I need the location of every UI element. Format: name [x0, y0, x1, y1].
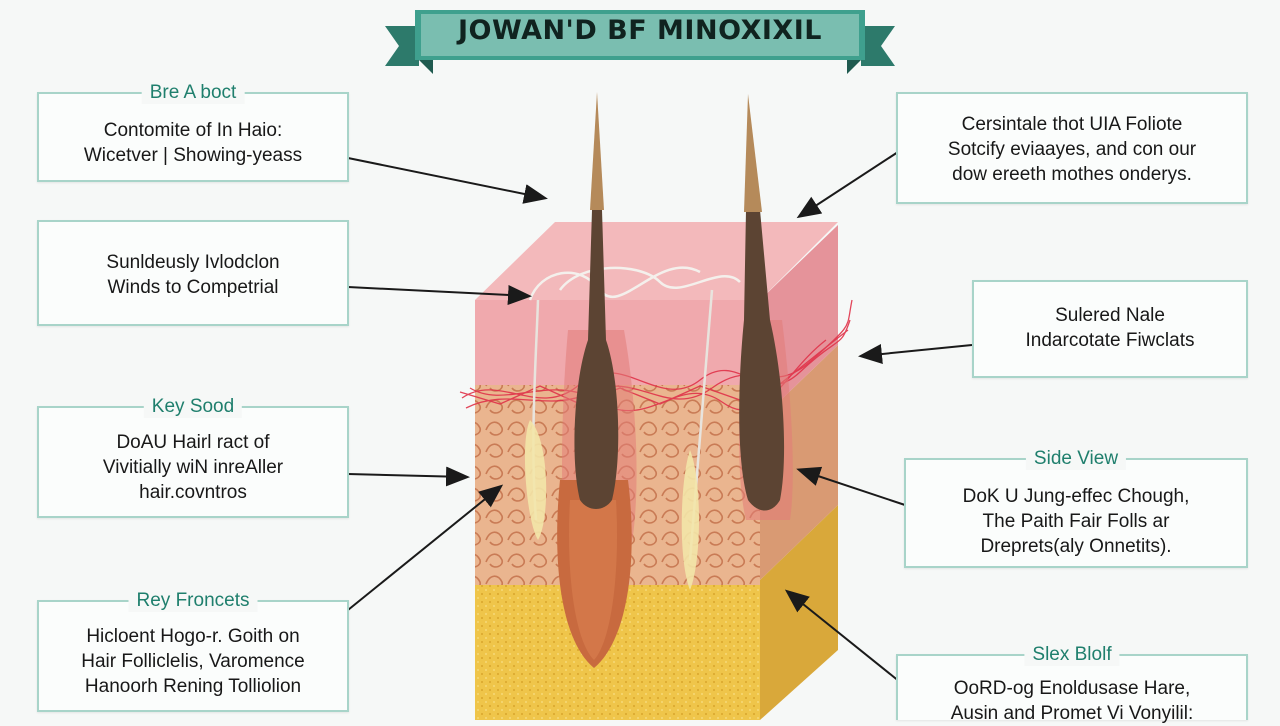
- callout-text-line: Sunldeusly Ivlodclon: [106, 252, 280, 273]
- callout-text-line: Indarcotate Fiwclats: [1025, 330, 1195, 351]
- callout-label: Bre A boct: [141, 82, 245, 104]
- callout-left-1: Bre A boct Contomite of In Haio: Wicetve…: [37, 82, 349, 182]
- callout-label: Key Sood: [143, 396, 243, 418]
- callout-text-line: Dreprets(aly Onnetits).: [980, 536, 1172, 557]
- callout-text-line: The Paith Fair Folls ar: [982, 511, 1170, 532]
- callout-text-line: Sulered Nale: [1055, 305, 1165, 326]
- callout-text-line: hair.covntros: [139, 482, 247, 503]
- arrow-icon: [347, 285, 532, 305]
- arrow-icon: [347, 484, 504, 611]
- callout-text-line: Vivitially wiN inreAller: [102, 457, 284, 478]
- callout-text-line: Cersintale thot UIA Foliote: [961, 114, 1183, 135]
- hair-shaft-right: [739, 210, 785, 511]
- hair-shaft-left: [574, 210, 619, 509]
- callout-label: Side View: [1025, 448, 1127, 470]
- callout-text-line: dow ereeth mothes onderys.: [952, 164, 1192, 185]
- callout-label: Rey Froncets: [128, 590, 258, 612]
- callout-text-line: Wicetver | Showing-yeass: [83, 145, 303, 166]
- callout-left-4: Rey Froncets Hicloent Hogo-r. Goith on H…: [37, 590, 349, 712]
- callout-right-4: Slex Blolf OoRD-og Enoldusase Hare, Ausi…: [896, 644, 1248, 724]
- ribbon-shape: [385, 10, 895, 74]
- callout-text-line: Winds to Competrial: [107, 277, 279, 298]
- arrow-icon: [347, 157, 548, 204]
- callout-text-line: Hair Folliclelis, Varomence: [81, 651, 305, 672]
- sebaceous-gland-left: [524, 420, 547, 540]
- callout-left-3: Key Sood DoAU Hairl ract of Vivitially w…: [37, 396, 349, 518]
- callout-label: Slex Blolf: [1024, 644, 1120, 666]
- callout-text-line: Sotcify eviaayes, and con our: [947, 139, 1197, 160]
- callout-text-line: Contomite of In Haio:: [103, 120, 283, 141]
- callout-right-2: Sulered Nale Indarcotate Fiwclats: [972, 280, 1248, 378]
- sebaceous-gland-right: [681, 450, 699, 590]
- hair-tip-left: [590, 92, 604, 210]
- callout-text-line: OoRD-og Enoldusase Hare,: [953, 678, 1191, 699]
- callout-text-line: Ausin and Promet Vi Vonyilil:: [950, 703, 1194, 724]
- arrow-icon: [347, 466, 470, 487]
- callout-text-line: Hicloent Hogo-r. Goith on: [86, 626, 300, 647]
- hair-tip-right: [744, 94, 762, 212]
- callout-text-line: Hanoorh Rening Tolliolion: [84, 676, 302, 697]
- callout-arrows: [347, 151, 973, 687]
- page-title: JOWAN'D BF MINOXIXIL: [458, 15, 822, 46]
- callout-left-2: Sunldeusly Ivlodclon Winds to Competrial: [37, 220, 349, 326]
- arrow-icon: [784, 589, 906, 687]
- arrow-icon: [858, 344, 973, 364]
- callout-text-line: DoAU Hairl ract of: [116, 432, 270, 453]
- callout-text-line: DoK U Jung-effec Chough,: [962, 486, 1190, 507]
- arrow-icon: [796, 151, 899, 219]
- callout-right-1: Cersintale thot UIA Foliote Sotcify evia…: [896, 92, 1248, 204]
- title-banner: JOWAN'D BF MINOXIXIL: [385, 4, 895, 78]
- callout-right-3: Side View DoK U Jung-effec Chough, The P…: [904, 448, 1248, 568]
- fat-layer-side: [760, 505, 838, 720]
- arrow-icon: [796, 466, 906, 506]
